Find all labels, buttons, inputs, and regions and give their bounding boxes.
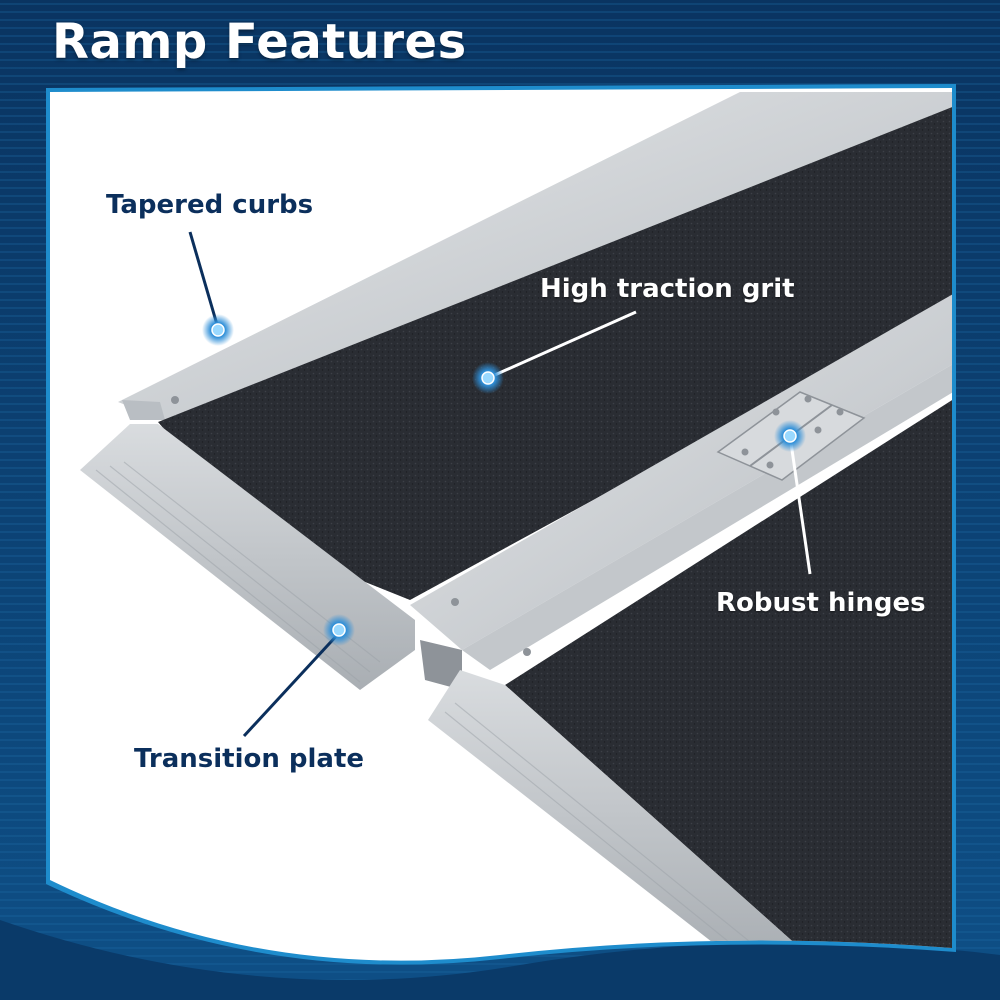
label-transition-plate: Transition plate [134, 744, 365, 774]
bottom-wave [0, 920, 1000, 1000]
leader-transition-plate [242, 630, 342, 738]
callout-dots [202, 314, 806, 646]
grit-surface-upper [158, 104, 952, 600]
grit-surface-lower [505, 395, 952, 948]
plate-ridges-right [444, 702, 761, 956]
hinge-beam-end [420, 640, 462, 690]
screw [171, 396, 179, 404]
label-tapered-curbs: Tapered curbs [106, 190, 314, 220]
leader-lines [188, 231, 342, 738]
label-high-traction-grit: High traction grit [540, 274, 795, 304]
screw [523, 648, 531, 656]
label-robust-hinges: Robust hinges [716, 588, 926, 618]
side-curb [118, 92, 952, 420]
transition-plate-right [428, 670, 800, 960]
screw [451, 598, 459, 606]
leader-tapered-curbs [188, 231, 220, 329]
leader-robust-hinges [788, 435, 812, 575]
leader-high-traction-grit [487, 310, 637, 380]
page-title: Ramp Features [52, 14, 467, 70]
leader-lines-light [487, 310, 812, 575]
hinge-beam [410, 290, 952, 650]
curb-end [122, 400, 165, 420]
